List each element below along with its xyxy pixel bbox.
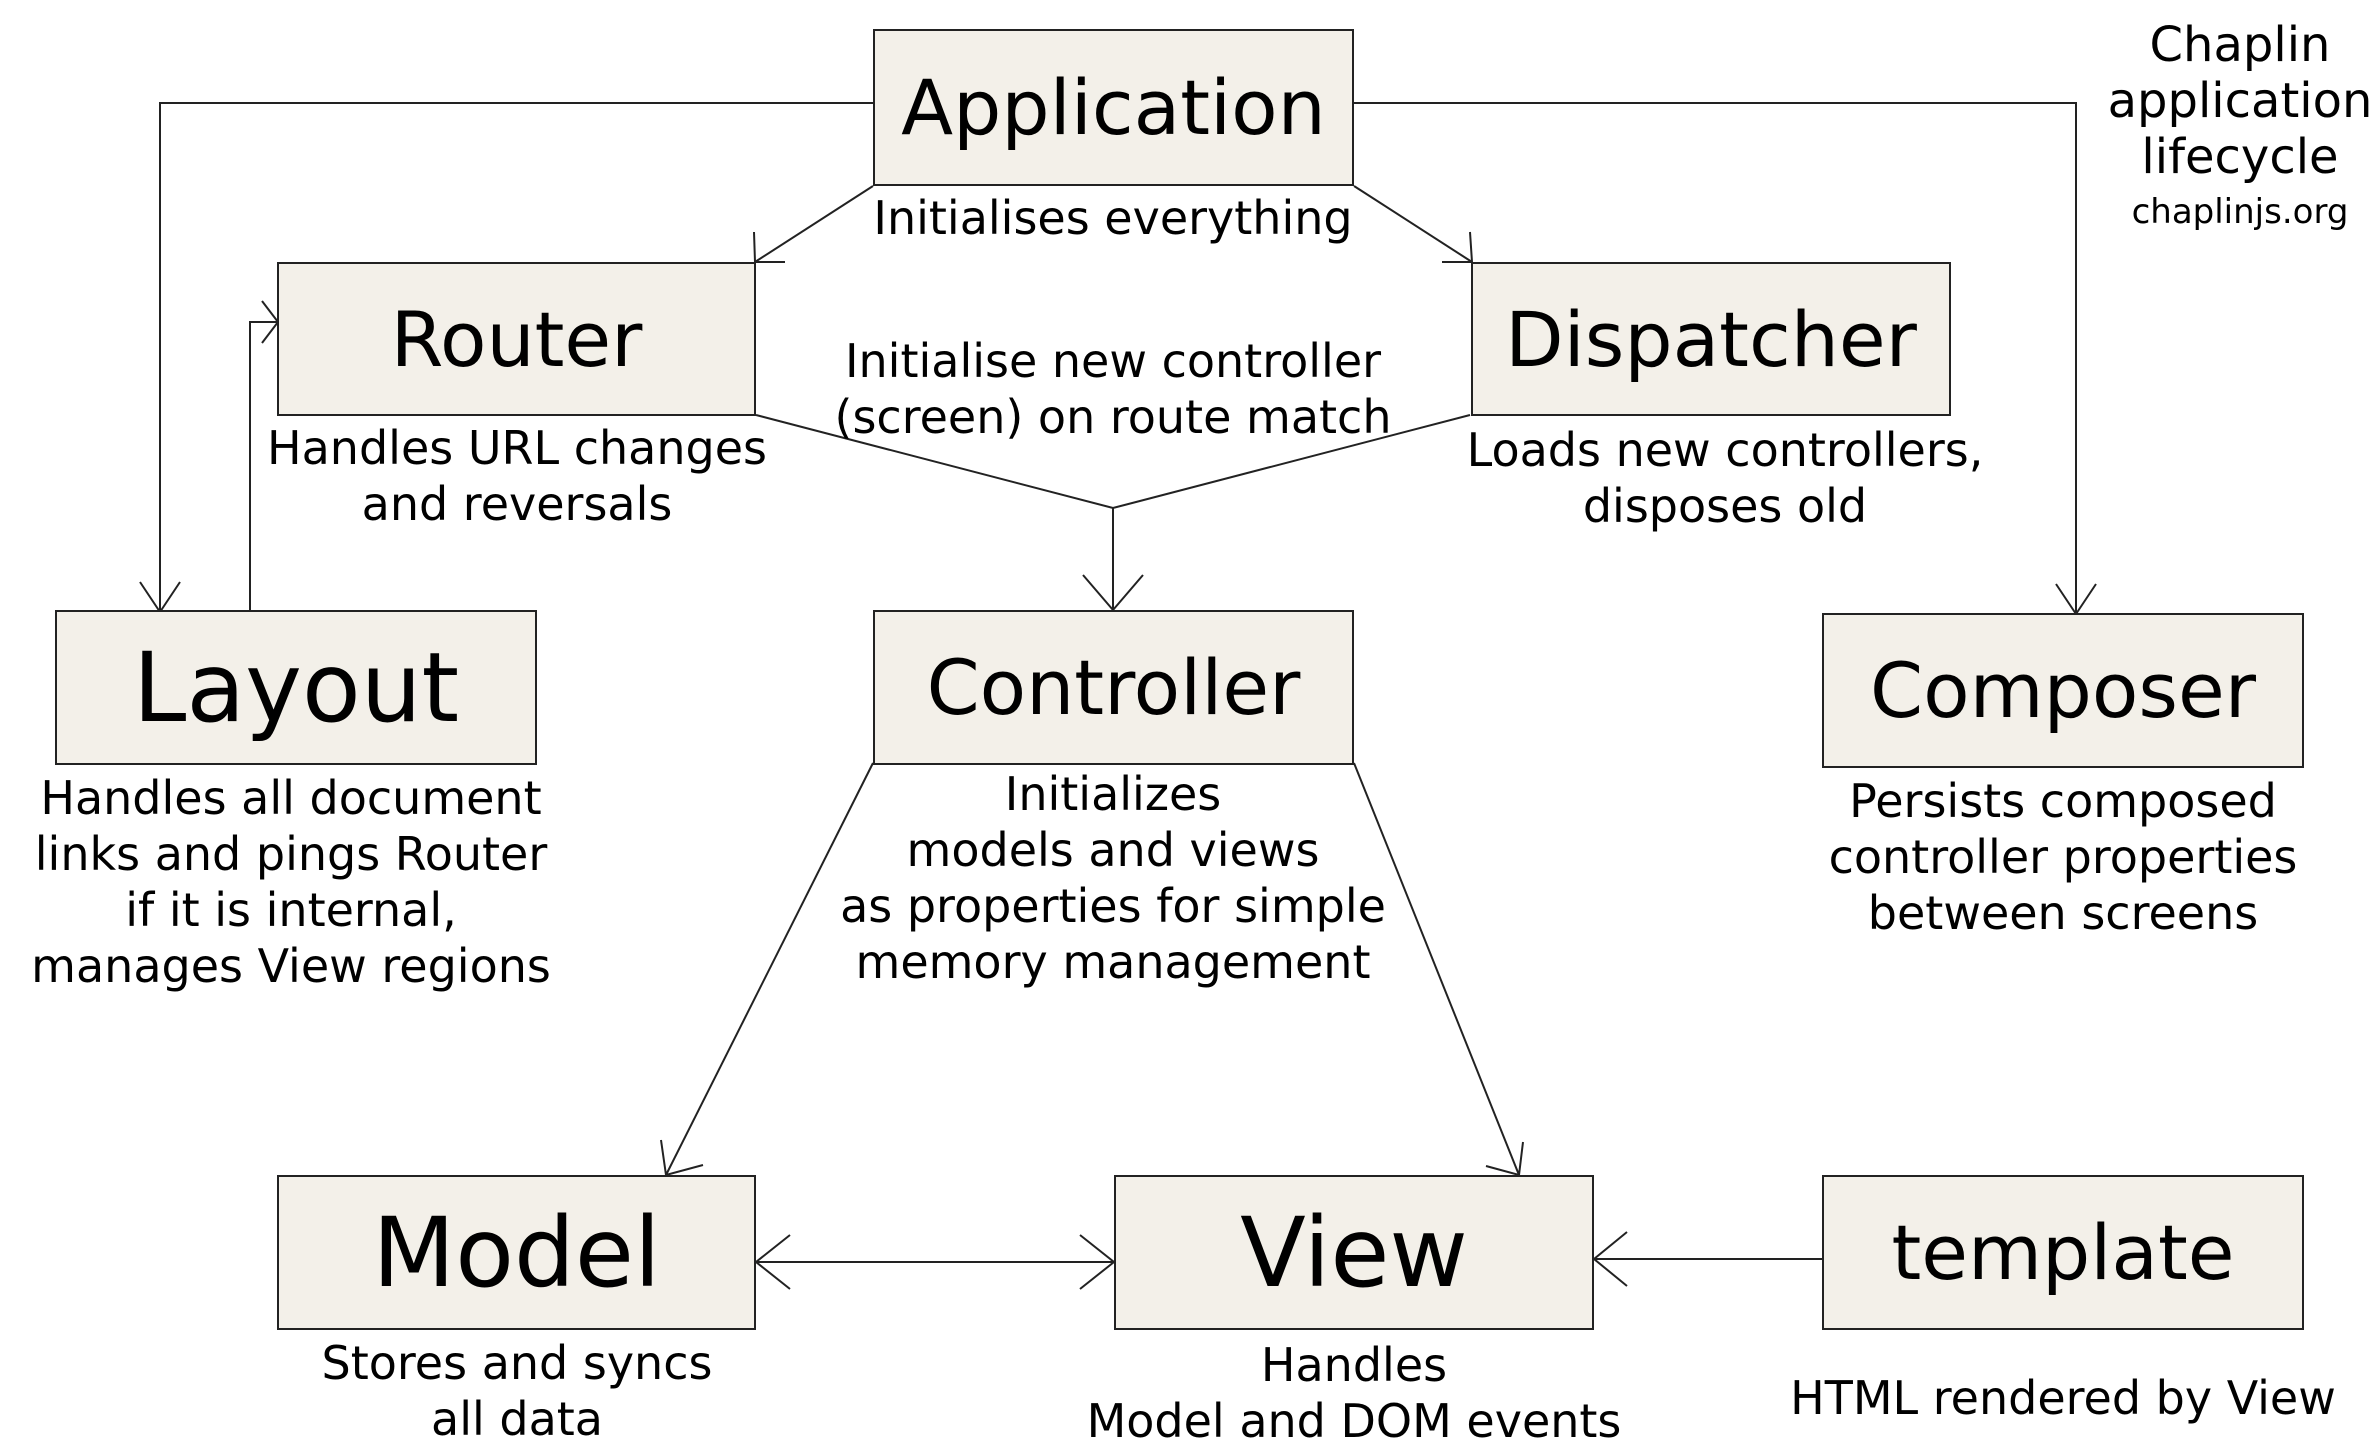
caption-router: Handles URL changes and reversals bbox=[267, 421, 767, 531]
caption-template: HTML rendered by View bbox=[1790, 1371, 2336, 1425]
node-application-label: Application bbox=[901, 63, 1326, 152]
arrowhead-model-side bbox=[754, 1234, 791, 1290]
node-template-label: template bbox=[1891, 1208, 2235, 1297]
node-view-label: View bbox=[1240, 1196, 1468, 1309]
node-layout: Layout bbox=[55, 610, 537, 765]
node-composer: Composer bbox=[1822, 613, 2304, 768]
node-view: View bbox=[1114, 1175, 1594, 1330]
edge-application-layout bbox=[159, 102, 873, 610]
node-controller-label: Controller bbox=[926, 643, 1301, 732]
diagram-title: Chaplin application lifecycle bbox=[2107, 17, 2373, 185]
caption-composer: Persists composed controller properties … bbox=[1828, 774, 2298, 940]
edge-application-router bbox=[754, 185, 874, 263]
node-router-label: Router bbox=[390, 294, 643, 384]
node-composer-label: Composer bbox=[1870, 646, 2256, 735]
node-dispatcher-label: Dispatcher bbox=[1505, 294, 1917, 384]
node-application: Application bbox=[873, 29, 1354, 186]
node-controller: Controller bbox=[873, 610, 1354, 765]
edge-layout-router bbox=[249, 321, 278, 610]
node-layout-label: Layout bbox=[132, 631, 460, 744]
node-model: Model bbox=[277, 1175, 756, 1330]
edge-label-route-match: Initialise new controller (screen) on ro… bbox=[834, 334, 1392, 444]
caption-layout: Handles all document links and pings Rou… bbox=[31, 771, 551, 993]
caption-model: Stores and syncs all data bbox=[321, 1336, 713, 1446]
edge-controller-model bbox=[665, 762, 874, 1176]
node-template: template bbox=[1822, 1175, 2304, 1330]
caption-dispatcher: Loads new controllers, disposes old bbox=[1466, 423, 1984, 533]
caption-application: Initialises everything bbox=[873, 191, 1353, 245]
edge-application-composer bbox=[1354, 102, 2077, 612]
node-router: Router bbox=[277, 262, 756, 416]
edge-application-dispatcher bbox=[1353, 185, 1473, 263]
diagram-site: chaplinjs.org bbox=[2131, 192, 2349, 232]
caption-view: Handles Model and DOM events bbox=[1086, 1338, 1622, 1448]
arrowhead-view-right bbox=[1592, 1231, 1628, 1287]
node-dispatcher: Dispatcher bbox=[1471, 262, 1951, 416]
arrowhead-router bbox=[753, 231, 785, 263]
arrowhead-dispatcher bbox=[1442, 231, 1474, 263]
caption-controller: Initializes models and views as properti… bbox=[840, 767, 1386, 989]
edge-controller-view bbox=[1353, 762, 1520, 1176]
node-model-label: Model bbox=[372, 1196, 661, 1309]
